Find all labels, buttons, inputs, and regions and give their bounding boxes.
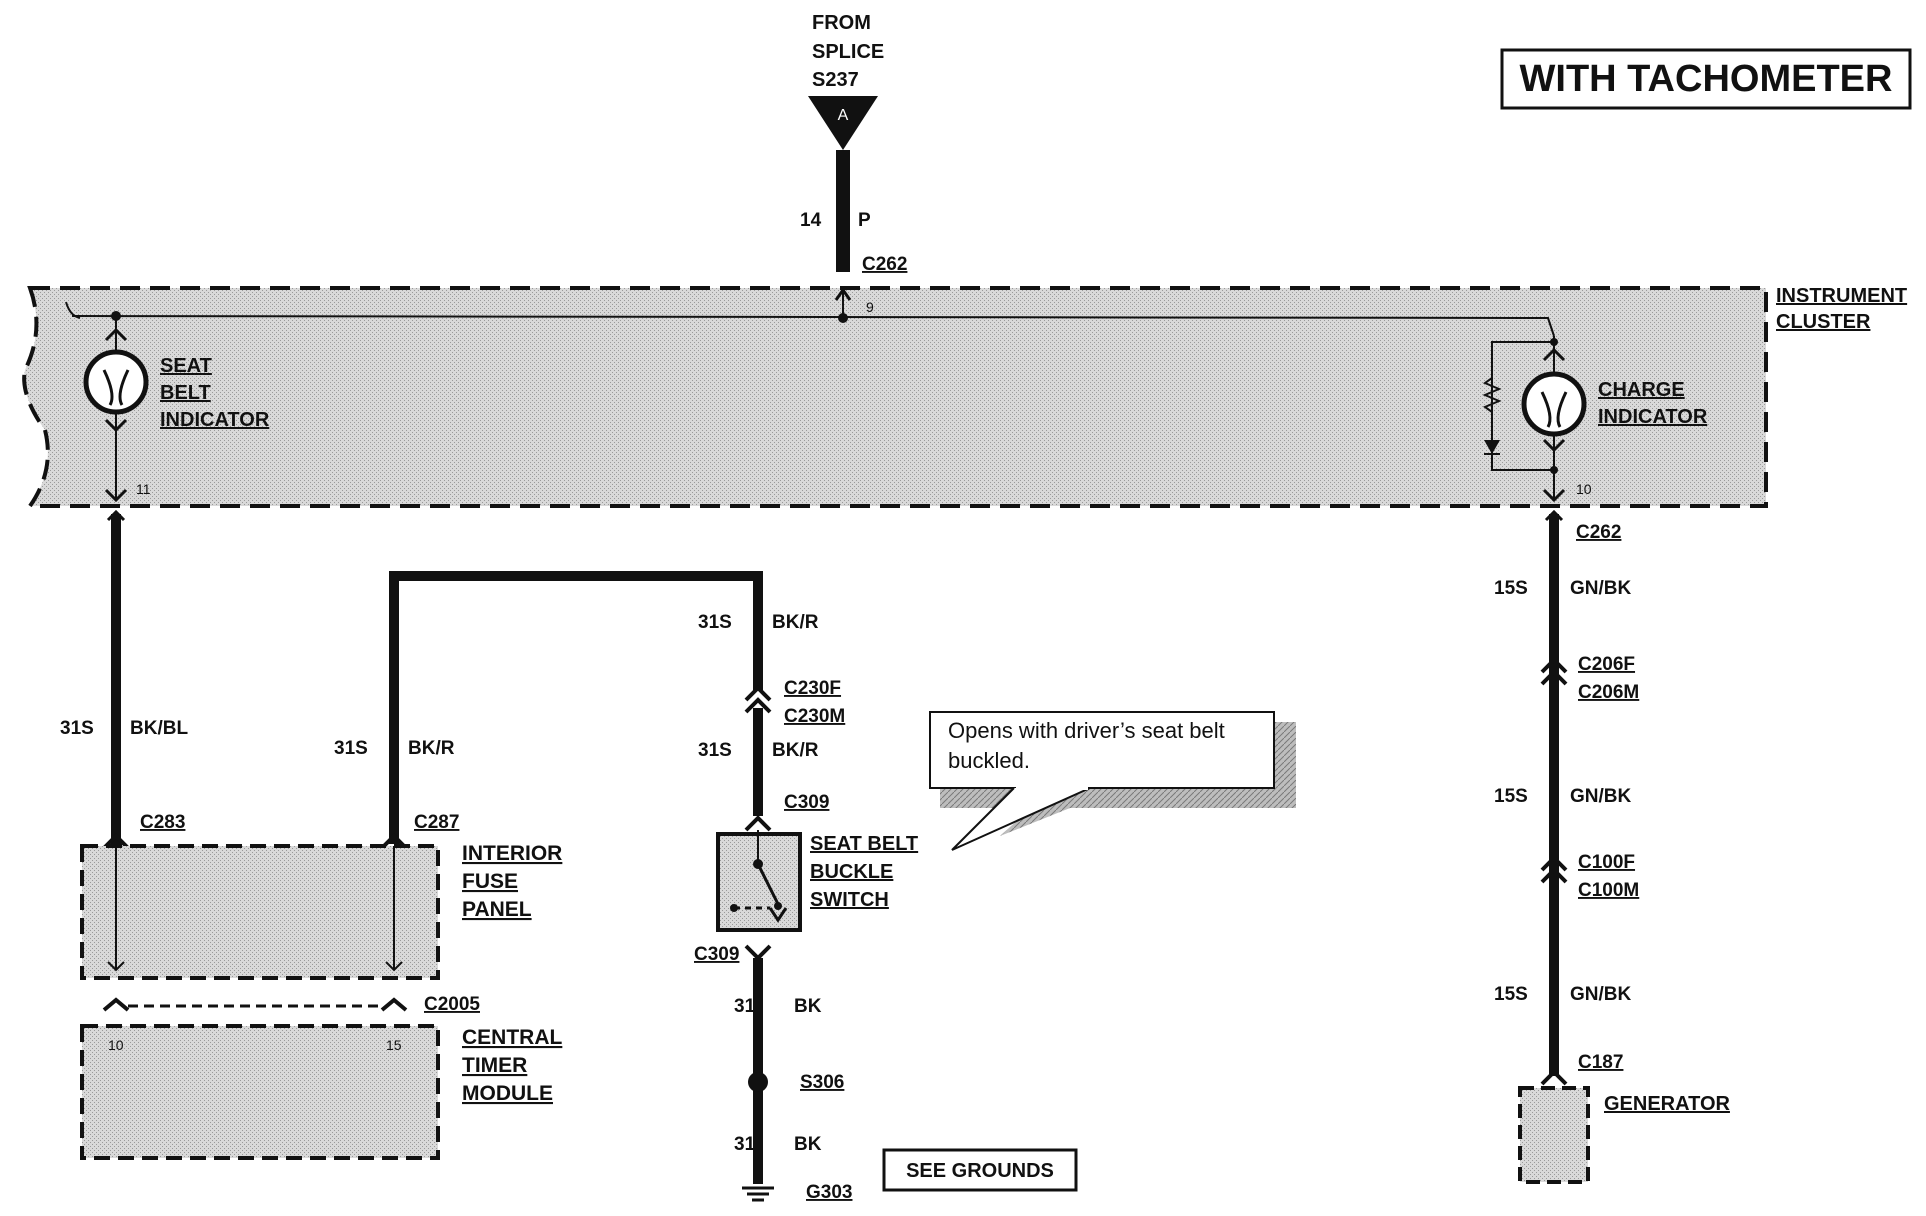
left-wire-connector: C283 xyxy=(140,812,185,833)
seat-belt-indicator-line-1: SEAT xyxy=(160,355,212,377)
left-wire-gauge: 31S xyxy=(60,718,94,739)
charge-indicator-pin: 10 xyxy=(1576,481,1592,497)
connector-triangle-icon xyxy=(808,96,878,150)
ground-symbol-icon xyxy=(742,1186,774,1202)
top-wire-gauge: 14 xyxy=(800,210,822,231)
source-line-2: SPLICE xyxy=(812,41,884,63)
seat-belt-indicator-line-2: BELT xyxy=(160,382,211,404)
source-line-3: S237 xyxy=(812,69,859,91)
switch-contact-icon xyxy=(756,863,780,905)
ground-wire-upper-gauge: 31 xyxy=(734,996,756,1017)
left-wire-color: BK/BL xyxy=(130,718,188,739)
callout-line-1: Opens with driver’s seat belt xyxy=(948,718,1225,743)
generator-wire-1-color: GN/BK xyxy=(1570,578,1632,599)
source-line-1: FROM xyxy=(812,12,871,34)
left-wire: 31S BK/BL C283 xyxy=(60,509,188,850)
callout-line-2: buckled. xyxy=(948,748,1030,773)
generator-wire-2-color: GN/BK xyxy=(1570,786,1632,807)
callout: Opens with driver’s seat belt buckled. xyxy=(929,711,1296,851)
switch-bottom-connector: C309 xyxy=(694,944,739,965)
ground-label: G303 xyxy=(806,1182,852,1203)
ground-wire-upper-color: BK xyxy=(794,996,822,1017)
ctm-pin-right: 15 xyxy=(386,1037,402,1053)
top-wire: 14 P C262 xyxy=(800,150,907,275)
fuse-panel-line-3: PANEL xyxy=(462,898,532,921)
generator-wire-1-gauge: 15S xyxy=(1494,578,1528,599)
switch-wire-lower-gauge: 31S xyxy=(698,740,732,761)
middle-wire-color: BK/R xyxy=(408,738,455,759)
see-grounds-box: SEE GROUNDS xyxy=(882,1148,1078,1192)
switch-label-line-3: SWITCH xyxy=(810,889,889,911)
splice-label: S306 xyxy=(800,1072,844,1093)
switch-wire-upper-gauge: 31S xyxy=(698,612,732,633)
middle-wire: 31S BK/R C287 xyxy=(334,571,763,850)
bulb-filament-icon xyxy=(1540,391,1568,428)
middle-wire-gauge: 31S xyxy=(334,738,368,759)
diode-icon xyxy=(1484,440,1500,454)
switch-label-line-1: SEAT BELT xyxy=(810,833,918,855)
seat-belt-indicator: SEAT BELT INDICATOR 11 xyxy=(83,316,270,503)
charge-indicator-line-1: CHARGE xyxy=(1598,379,1685,401)
page-title: WITH TACHOMETER xyxy=(1520,58,1893,100)
generator-wire-3-gauge: 15S xyxy=(1494,984,1528,1005)
cluster-label-line-1: INSTRUMENT xyxy=(1776,285,1907,307)
c230-female: C230F xyxy=(784,678,841,699)
top-wire-color: P xyxy=(858,210,871,231)
generator-wire: C262 15S GN/BK C206F C206M 15S GN/BK C10… xyxy=(1494,509,1639,1086)
generator-connector: C187 xyxy=(1578,1052,1623,1073)
c2005-connector: C2005 xyxy=(102,994,480,1015)
ground-wire: 31 BK S306 31 BK G303 xyxy=(734,958,852,1203)
ground-wire-lower-gauge: 31 xyxy=(734,1134,756,1155)
splice-dot-icon xyxy=(748,1072,768,1092)
switch-wire-upper: 31S BK/R C230F C230M xyxy=(698,612,845,727)
central-timer-module: 10 15 CENTRAL TIMER MODULE xyxy=(80,1024,562,1160)
title-box: WITH TACHOMETER xyxy=(1500,48,1912,110)
c206-male: C206M xyxy=(1578,682,1639,703)
bulb-filament-icon xyxy=(102,369,130,406)
switch-wire-upper-color: BK/R xyxy=(772,612,819,633)
interior-fuse-panel: INTERIOR FUSE PANEL xyxy=(80,842,562,980)
switch-label-line-2: BUCKLE xyxy=(810,861,893,883)
top-wire-connector: C262 xyxy=(862,254,907,275)
c100-female: C100F xyxy=(1578,852,1635,873)
generator-label: GENERATOR xyxy=(1604,1093,1730,1115)
fuse-panel-line-1: INTERIOR xyxy=(462,842,562,865)
switch-wire-lower-color: BK/R xyxy=(772,740,819,761)
source-splice: FROM SPLICE S237 A xyxy=(808,12,884,150)
instrument-cluster: INSTRUMENT CLUSTER 9 xyxy=(22,285,1907,508)
c100-male: C100M xyxy=(1578,880,1639,901)
generator-wire-3-color: GN/BK xyxy=(1570,984,1632,1005)
resistor-icon xyxy=(1482,377,1502,413)
connector-letter: A xyxy=(838,107,849,124)
switch-wire-lower: 31S BK/R C309 xyxy=(698,708,829,816)
switch-wire-lower-connector: C309 xyxy=(784,792,829,813)
charge-indicator-line-2: INDICATOR xyxy=(1598,406,1708,428)
charge-indicator-connector: C262 xyxy=(1576,522,1621,543)
middle-wire-connector: C287 xyxy=(414,812,459,833)
ctm-line-1: CENTRAL xyxy=(462,1026,562,1049)
c230-male: C230M xyxy=(784,706,845,727)
c206-female: C206F xyxy=(1578,654,1635,675)
cluster-label-line-2: CLUSTER xyxy=(1776,311,1871,333)
ctm-pin-left: 10 xyxy=(108,1037,124,1053)
top-wire-pin: 9 xyxy=(866,299,874,315)
charge-indicator: CHARGE INDICATOR 10 xyxy=(1482,336,1708,503)
c2005-label: C2005 xyxy=(424,994,480,1015)
generator: GENERATOR xyxy=(1518,1086,1730,1184)
ground-wire-lower-color: BK xyxy=(794,1134,822,1155)
fuse-panel-line-2: FUSE xyxy=(462,870,518,893)
seat-belt-indicator-pin: 11 xyxy=(136,481,151,497)
generator-wire-2-gauge: 15S xyxy=(1494,786,1528,807)
see-grounds-label: SEE GROUNDS xyxy=(906,1160,1054,1182)
ctm-line-2: TIMER xyxy=(462,1054,527,1077)
seat-belt-indicator-line-3: INDICATOR xyxy=(160,409,270,431)
ctm-line-3: MODULE xyxy=(462,1082,553,1105)
seat-belt-buckle-switch: SEAT BELT BUCKLE SWITCH C309 xyxy=(694,815,918,965)
